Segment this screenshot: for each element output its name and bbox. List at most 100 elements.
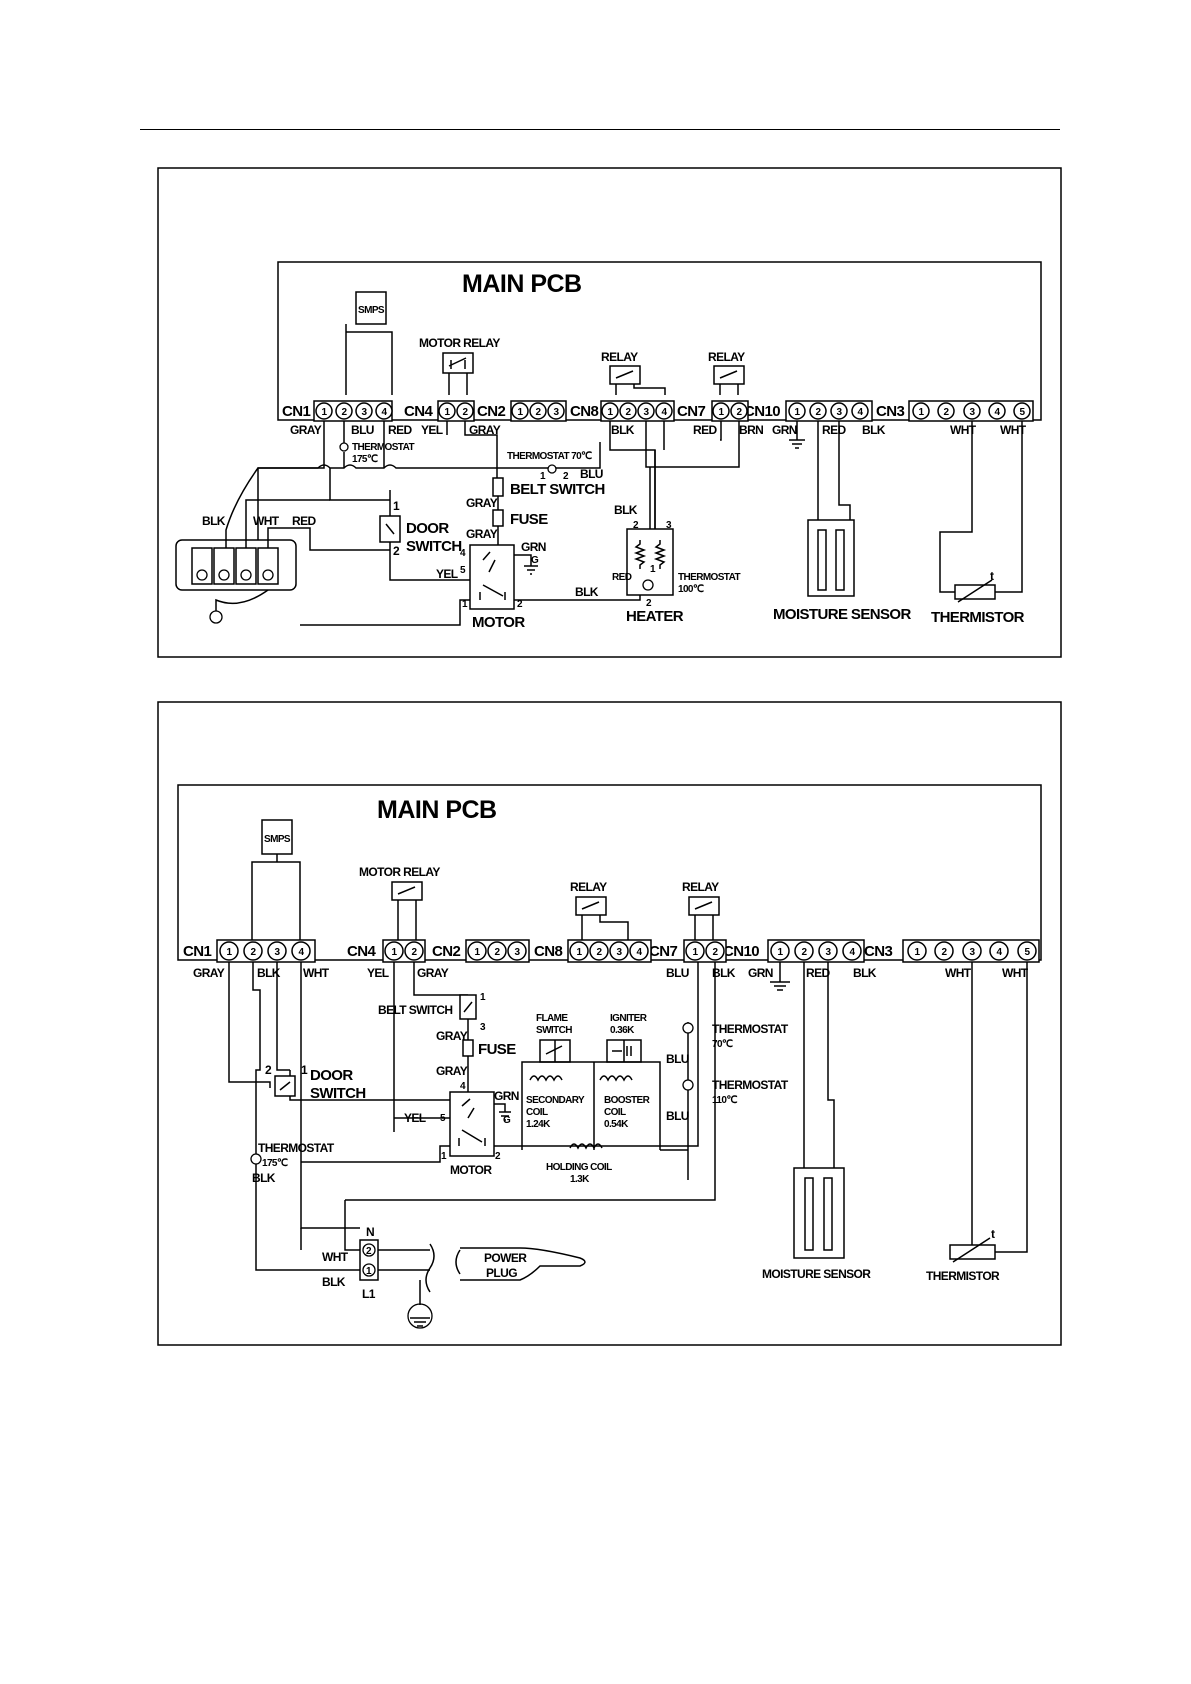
- smps-label-bottom: SMPS: [264, 834, 291, 845]
- cn1-pin3-top: 3: [362, 407, 368, 418]
- motor-relay-top: [442, 352, 474, 374]
- wire-blk-heater-top: BLK: [614, 503, 638, 517]
- cn1-pin2-bottom: 2: [251, 947, 257, 958]
- cn7-label-top: CN7: [677, 403, 705, 420]
- cn4-pin2-top: 2: [463, 407, 469, 418]
- connector-row-bottom: CN1 CN4 CN2 CN8 CN7 CN10 CN3 1 2 3 4: [183, 939, 1040, 963]
- wire-blk-th-bottom: BLK: [252, 1171, 276, 1185]
- relay-b-label-top: RELAY: [708, 350, 745, 364]
- fuse-label-bottom: FUSE: [478, 1041, 516, 1058]
- secondary-coil-line1-bottom: SECONDARY: [526, 1095, 585, 1106]
- cn8-pin2-bottom: 2: [597, 947, 603, 958]
- cn10-label-top: CN10: [744, 403, 780, 420]
- heater-p3-top: 3: [666, 520, 672, 531]
- diagram-bottom-frame: [157, 701, 1062, 1346]
- cn1-pin1-top: 1: [322, 407, 328, 418]
- cn3-pin4-top: 4: [995, 407, 1001, 418]
- thermostat-175-label-bottom: THERMOSTAT: [258, 1141, 335, 1155]
- terminal-block-top: [175, 539, 297, 624]
- cn10-pin1-bottom: 1: [778, 947, 784, 958]
- igniter-line2-bottom: 0.36K: [610, 1025, 635, 1036]
- cn10-pin4-top: 4: [858, 407, 864, 418]
- booster-coil-line3-bottom: 0.54K: [604, 1119, 629, 1130]
- cn3-pin3-bottom: 3: [970, 947, 976, 958]
- motor-top: [469, 544, 515, 610]
- wire-wht-cn1-bottom: WHT: [303, 966, 330, 980]
- motor-p4-bottom: 4: [460, 1081, 466, 1092]
- heater-label-top: HEATER: [626, 608, 684, 625]
- flame-switch-line2-bottom: SWITCH: [536, 1025, 572, 1036]
- terminal-n-bottom: N: [366, 1225, 374, 1239]
- wire-gray-cn2-top: GRAY: [469, 423, 501, 437]
- wire-g-motor-top: G: [531, 555, 539, 566]
- cn3-pin2-bottom: 2: [942, 947, 948, 958]
- cn8-pin1-bottom: 1: [577, 947, 583, 958]
- cn3-pin3-top: 3: [970, 407, 976, 418]
- cn3-pin1-bottom: 1: [915, 947, 921, 958]
- cn2-label-bottom: CN2: [432, 943, 460, 960]
- cn7-pin2-top: 2: [737, 407, 743, 418]
- motor-relay-label-top: MOTOR RELAY: [419, 336, 500, 350]
- holding-coil-line2-bottom: 1.3K: [570, 1174, 590, 1185]
- heater-p1-top: 1: [650, 564, 656, 575]
- cn10-pin1-top: 1: [795, 407, 801, 418]
- wire-blk-term-top: BLK: [202, 514, 226, 528]
- cn7-pin2-bottom: 2: [713, 947, 719, 958]
- secondary-coil-line3-bottom: 1.24K: [526, 1119, 551, 1130]
- wire-gray-fuse-bottom: GRAY: [436, 1064, 468, 1078]
- cn10-pin3-top: 3: [837, 407, 843, 418]
- wire-g-motor-bottom: G: [503, 1115, 511, 1126]
- fuse-top: [492, 509, 504, 527]
- smps-label-top: SMPS: [358, 305, 385, 316]
- cn2-pin1-top: 1: [518, 407, 524, 418]
- connector-row-top: CN1 CN4 CN2 CN8 CN7 CN10 CN3 1 2 3 4: [282, 400, 1034, 422]
- wire-red-cn10-top: RED: [822, 423, 846, 437]
- cn3-pin5-bottom: 5: [1025, 947, 1031, 958]
- flame-switch-line1-bottom: FLAME: [536, 1013, 568, 1024]
- wire-blu-heater-top: BLU: [580, 467, 603, 481]
- cn8-label-bottom: CN8: [534, 943, 562, 960]
- thermostat-70-label-bottom: THERMOSTAT: [712, 1022, 789, 1036]
- wire-wht-cn3-3-bottom: WHT: [945, 966, 972, 980]
- cn4-pin2-bottom: 2: [412, 947, 418, 958]
- wire-red-cn1-top: RED: [388, 423, 412, 437]
- cn10-pin2-top: 2: [816, 407, 822, 418]
- cn1-label-top: CN1: [282, 403, 310, 420]
- motor-label-bottom: MOTOR: [450, 1163, 492, 1177]
- cn3-pin2-top: 2: [944, 407, 950, 418]
- motor-label-top: MOTOR: [472, 614, 525, 631]
- relay-a-label-bottom: RELAY: [570, 880, 607, 894]
- wire-grn-cn10-bottom: GRN: [748, 966, 773, 980]
- smps-bottom: [261, 819, 293, 855]
- wire-gray-belt-bottom: GRAY: [436, 1029, 468, 1043]
- cn2-pin3-bottom: 3: [515, 947, 521, 958]
- cn8-pin3-top: 3: [644, 407, 650, 418]
- wire-wht-cn3-5-bottom: WHT: [1002, 966, 1029, 980]
- power-plug-line1-bottom: POWER: [484, 1251, 527, 1265]
- wire-wht-term-top: WHT: [253, 514, 280, 528]
- motor-relay-label-bottom: MOTOR RELAY: [359, 865, 440, 879]
- belt-switch-label-top: BELT SWITCH: [510, 481, 605, 498]
- cn8-label-top: CN8: [570, 403, 598, 420]
- smps-top: [355, 291, 387, 325]
- thermistor-top: [954, 584, 996, 600]
- cn3-pin5-top: 5: [1020, 407, 1026, 418]
- wire-blu-cn7-bottom: BLU: [666, 966, 689, 980]
- terminal-p1-bottom: 1: [366, 1266, 372, 1277]
- diagram-top: MAIN PCB SMPS MOTOR RELAY RELAY RELAY CN…: [157, 167, 1062, 658]
- cn1-pin4-top: 4: [382, 407, 388, 418]
- motor-p2-bottom: 2: [495, 1151, 501, 1162]
- wire-grn-motor-top: GRN: [521, 540, 546, 554]
- door-switch-line1-bottom: DOOR: [310, 1067, 353, 1084]
- cn3-label-top: CN3: [876, 403, 904, 420]
- power-plug-line2-bottom: PLUG: [486, 1266, 517, 1280]
- thermistor-bottom: [949, 1244, 996, 1260]
- cn1-pin2-top: 2: [342, 407, 348, 418]
- thermostat-175-value-bottom: 175℃: [262, 1158, 288, 1169]
- motor-p4-top: 4: [460, 548, 466, 559]
- relay-b-label-bottom: RELAY: [682, 880, 719, 894]
- thermostat-70-value-bottom: 70℃: [712, 1039, 733, 1050]
- cn7-label-bottom: CN7: [649, 943, 677, 960]
- cn1-label-bottom: CN1: [183, 943, 211, 960]
